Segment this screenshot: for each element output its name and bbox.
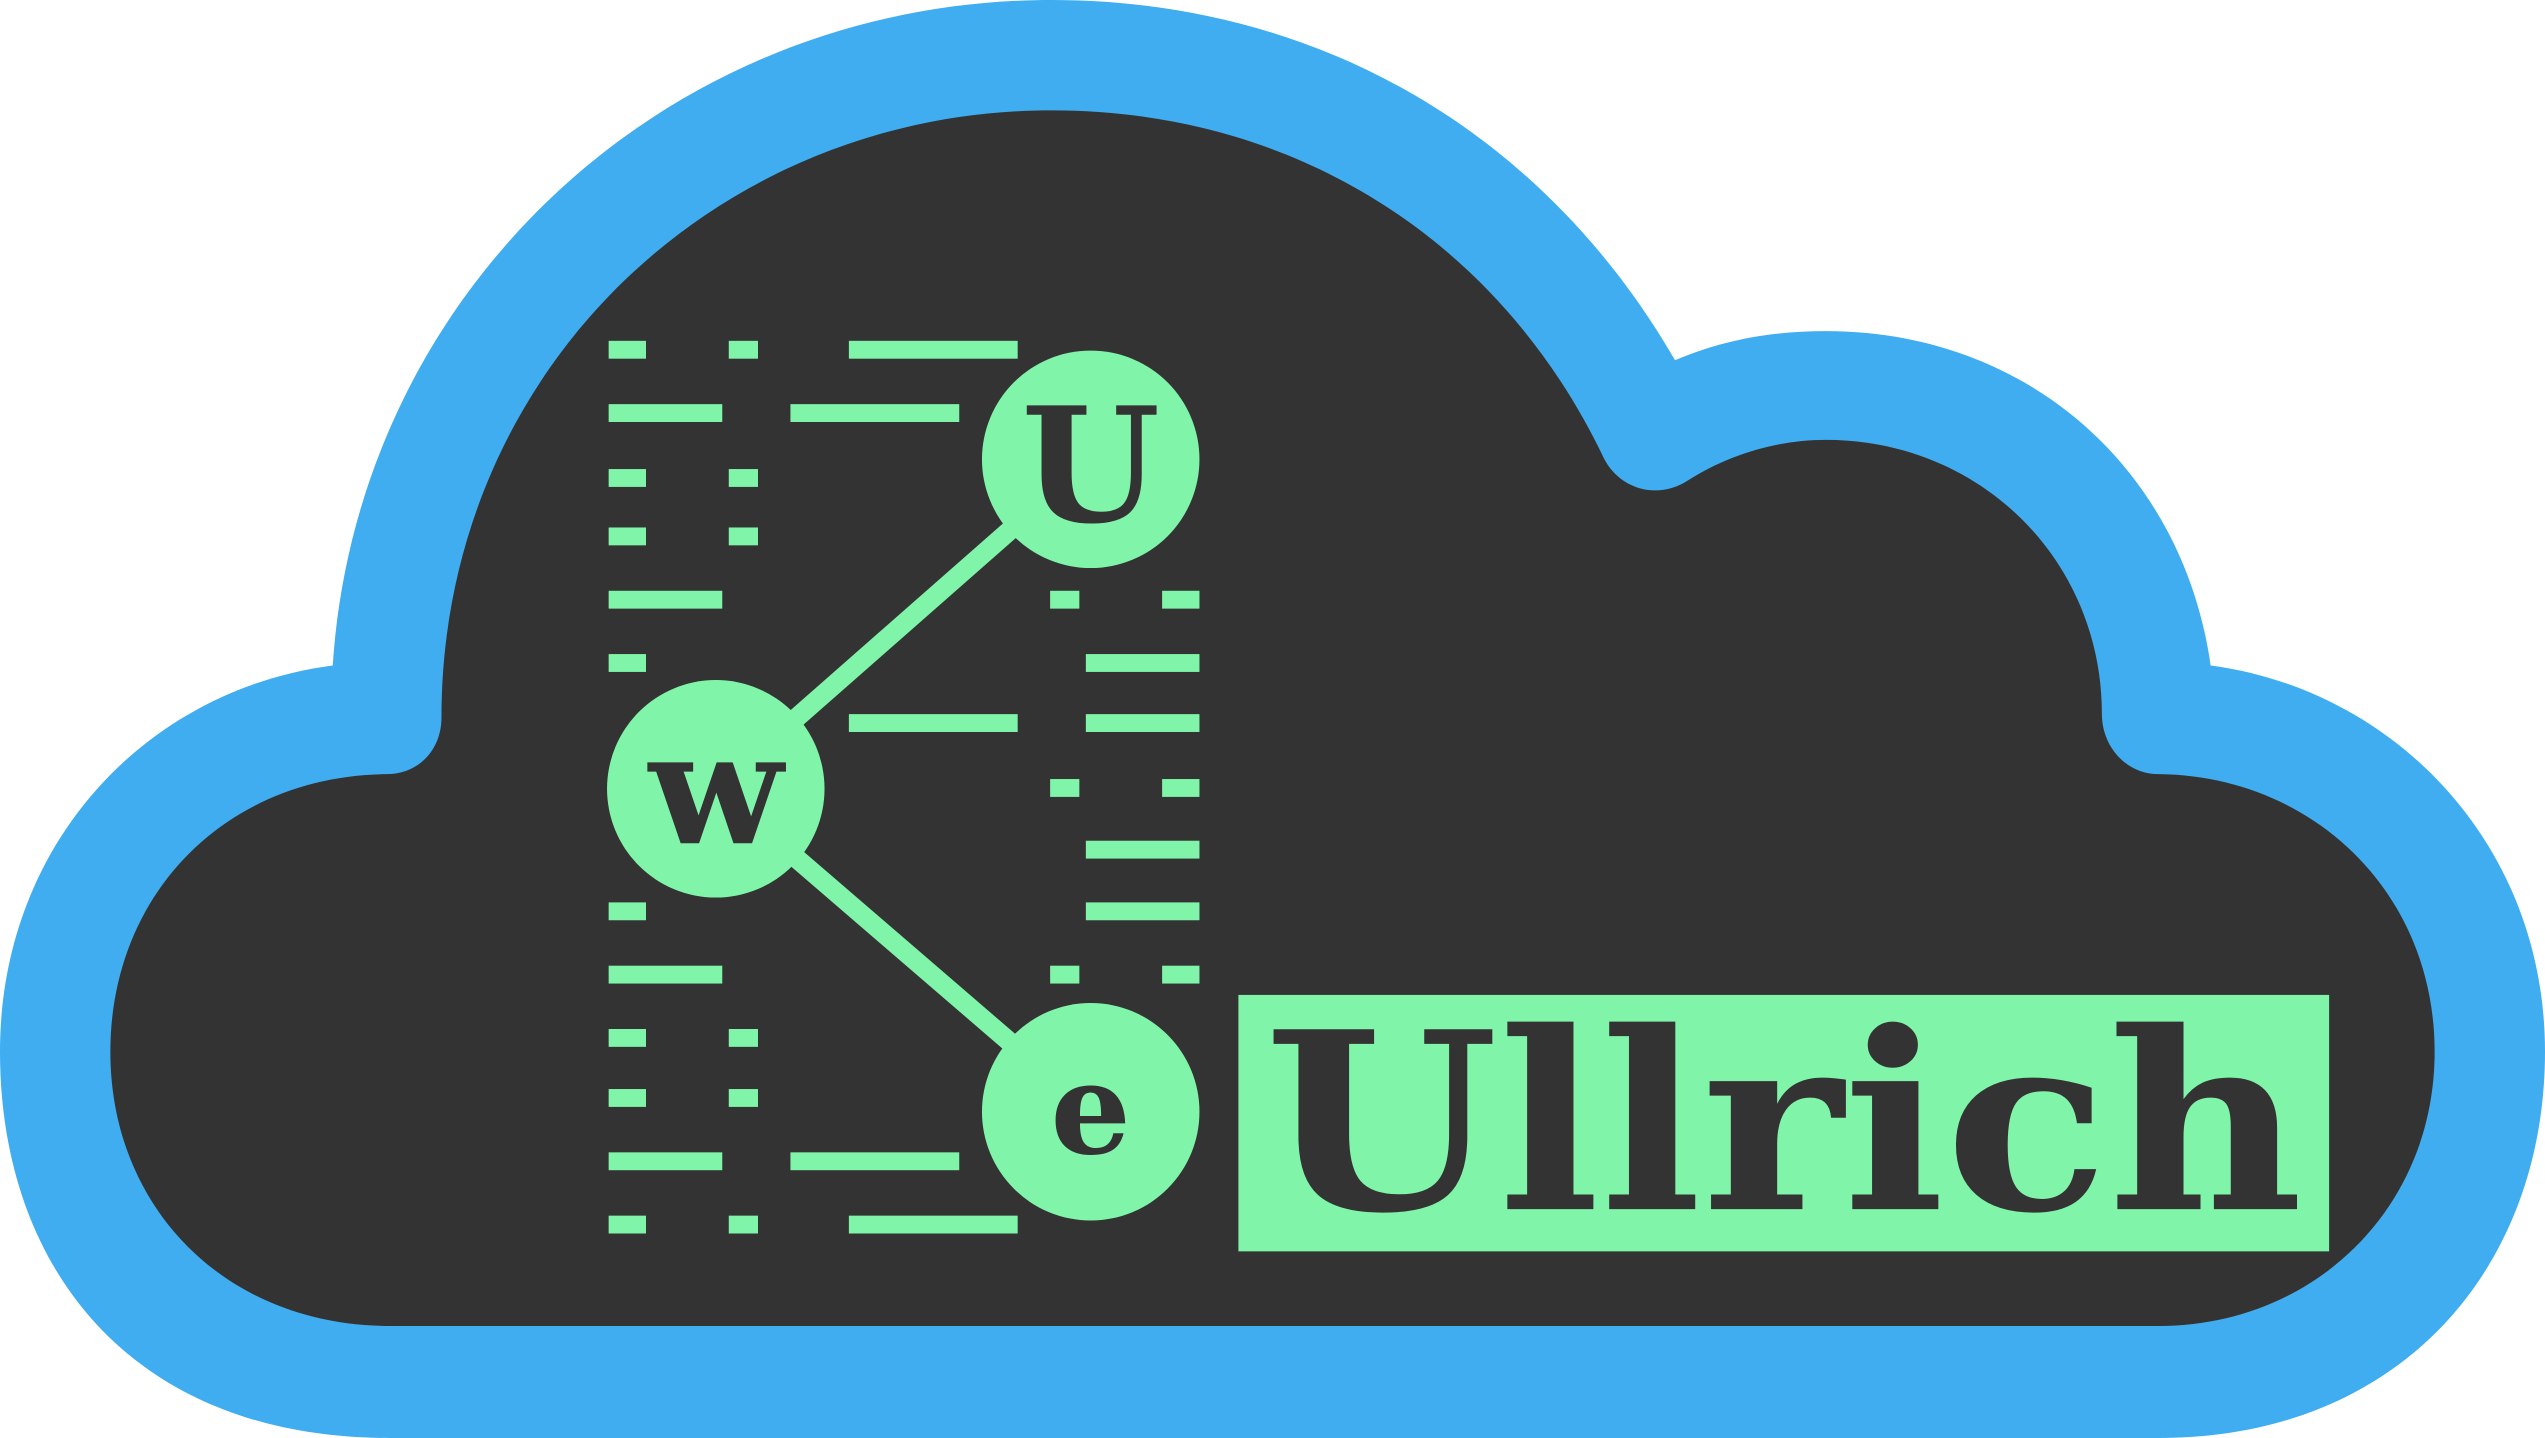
node-top-letter: U (1021, 372, 1160, 559)
dash-pattern (608, 340, 1200, 1234)
node-bottom-letter: e (1050, 1034, 1131, 1183)
node-middle: w (607, 680, 825, 898)
wordmark-text: Ullrich (1264, 978, 2303, 1268)
node-middle-letter: w (647, 697, 787, 880)
node-top: U (981, 350, 1200, 569)
wordmark: Ullrich (1238, 978, 2330, 1268)
node-bottom: e (981, 1003, 1200, 1221)
wordmark-box (1238, 994, 2330, 1252)
